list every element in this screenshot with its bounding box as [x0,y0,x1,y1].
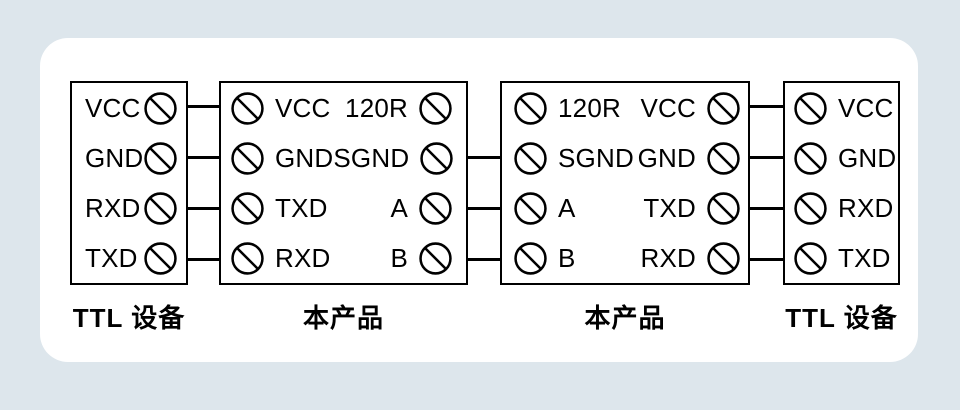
terminal-label: 120R [558,93,621,123]
screw-terminal-icon [144,91,177,125]
screw-terminal-icon [419,241,452,275]
terminal-label: TXD [643,193,696,223]
terminal-label: VCC [85,93,141,123]
terminal-group: SGND [514,141,634,175]
wire-gnd-gnd-right [749,156,784,159]
wire-txd-rxd-right [749,207,784,210]
terminal-label: TXD [275,193,328,223]
terminal-label: VCC [275,93,331,123]
wire-sgnd-sgnd [467,156,501,159]
screw-terminal-icon [419,191,452,225]
terminal-group: A [390,191,452,225]
terminal-group: 120R [514,91,621,125]
wire-a-a [467,207,501,210]
screw-terminal-icon [420,141,454,175]
terminal-row: GND SGND [221,133,466,183]
screw-terminal-icon [707,141,740,175]
terminal-row: VCC [72,83,186,133]
screw-terminal-icon [514,91,547,125]
terminal-row: TXD [785,233,898,283]
screw-terminal-icon [794,91,827,125]
screw-terminal-icon [144,141,177,175]
terminal-label: 120R [345,93,408,123]
terminal-label: VCC [838,93,894,123]
terminal-group: RXD [231,241,331,275]
screw-terminal-icon [794,241,827,275]
box-caption-product-right: 本产品 [584,303,666,333]
screw-terminal-icon [707,91,740,125]
terminal-row: RXD [72,183,186,233]
terminal-label: VCC [640,93,696,123]
wire-rxd-txd-right [749,258,784,261]
terminal-label: RXD [275,243,331,273]
screw-terminal-icon [231,141,264,175]
wire-txd-rxd-left [187,258,220,261]
terminal-label: GND [838,143,897,173]
terminal-row: VCC 120R [221,83,466,133]
terminal-group: VCC [231,91,331,125]
terminal-label: TXD [85,243,138,273]
product-right-box: 120R VCC SGND GND A TXD [500,81,750,285]
terminal-label: RXD [640,243,696,273]
terminal-label: B [390,243,408,273]
terminal-row: A TXD [502,183,748,233]
box-caption-ttl-right: TTL 设备 [785,303,898,333]
terminal-row: SGND GND [502,133,748,183]
box-caption-ttl-left: TTL 设备 [72,303,186,333]
terminal-group: TXD [231,191,328,225]
terminal-label: SGND [333,143,410,173]
screw-terminal-icon [231,241,264,275]
terminal-row: VCC [785,83,898,133]
wire-b-b [467,258,501,261]
terminal-label: GND [275,143,334,173]
wire-vcc-vcc-right [749,105,784,108]
terminal-label: RXD [838,193,894,223]
terminal-label: GND [637,143,696,173]
terminal-row: TXD A [221,183,466,233]
terminal-row: B RXD [502,233,748,283]
ttl-device-right-box: VCC GND RXD TXD [783,81,900,285]
screw-terminal-icon [144,191,177,225]
terminal-label: SGND [558,143,634,173]
terminal-group: VCC [640,91,741,125]
screw-terminal-icon [144,241,177,275]
screw-terminal-icon [231,191,264,225]
terminal-label: A [390,193,408,223]
screw-terminal-icon [514,241,547,275]
screw-terminal-icon [231,91,264,125]
terminal-row: GND [785,133,898,183]
terminal-group: 120R [345,91,452,125]
screw-terminal-icon [794,141,827,175]
terminal-row: RXD [785,183,898,233]
screw-terminal-icon [707,241,740,275]
terminal-label: GND [85,143,144,173]
product-left-box: VCC 120R GND SGND TXD A [219,81,468,285]
terminal-group: GND [637,141,740,175]
box-caption-product-left: 本产品 [302,303,384,333]
screw-terminal-icon [794,191,827,225]
terminal-row: RXD B [221,233,466,283]
terminal-label: A [558,193,576,223]
screw-terminal-icon [419,91,452,125]
terminal-group: RXD [640,241,741,275]
terminal-group: GND [231,141,334,175]
wire-rxd-txd-left [187,207,220,210]
terminal-group: A [514,191,576,225]
terminal-row: TXD [72,233,186,283]
screw-terminal-icon [514,141,547,175]
terminal-group: TXD [643,191,740,225]
terminal-label: TXD [838,243,891,273]
wire-gnd-gnd-left [187,156,220,159]
screw-terminal-icon [707,191,740,225]
wire-vcc-vcc-left [187,105,220,108]
terminal-group: B [514,241,576,275]
terminal-row: GND [72,133,186,183]
ttl-device-left-box: VCC GND RXD TXD [70,81,188,285]
terminal-group: B [390,241,452,275]
terminal-row: 120R VCC [502,83,748,133]
screw-terminal-icon [514,191,547,225]
terminal-label: B [558,243,576,273]
terminal-group: SGND [333,141,454,175]
terminal-label: RXD [85,193,141,223]
